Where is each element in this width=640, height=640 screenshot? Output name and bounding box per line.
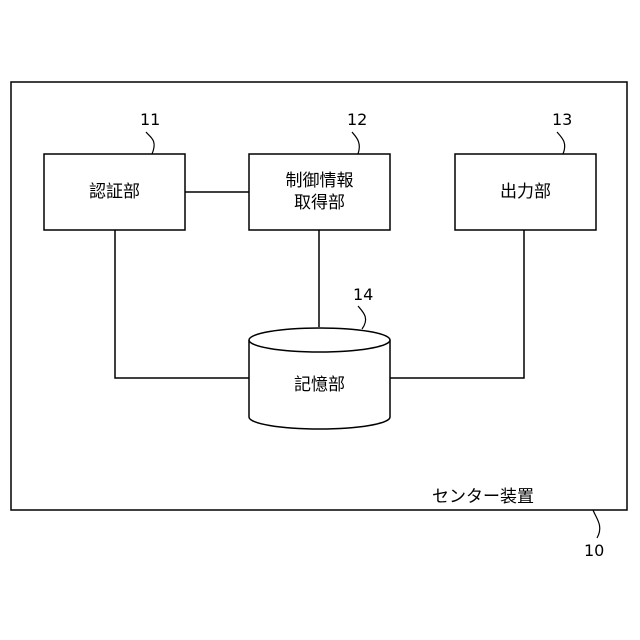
- ref-leader-12: [352, 132, 359, 154]
- ref-number-12: 12: [347, 111, 367, 129]
- ref-leader-10: [593, 510, 600, 538]
- ref-leader-14: [358, 306, 366, 329]
- control-info-unit-label-line2: 取得部: [294, 192, 345, 214]
- control-info-unit-label: 制御情報 取得部: [249, 154, 390, 230]
- storage-unit-label: 記憶部: [249, 374, 390, 396]
- ref-number-10: 10: [584, 542, 604, 560]
- ref-leader-11: [146, 132, 154, 154]
- auth-unit-label: 認証部: [44, 181, 185, 203]
- output-unit-label: 出力部: [455, 181, 596, 203]
- ref-leader-13: [557, 132, 565, 154]
- connector-auth-storage: [115, 230, 249, 378]
- ref-number-13: 13: [552, 111, 572, 129]
- connector-output-storage: [390, 230, 524, 378]
- control-info-unit-label-line1: 制御情報: [286, 170, 354, 192]
- ref-number-14: 14: [353, 286, 373, 304]
- ref-number-11: 11: [140, 111, 160, 129]
- center-device-label: センター装置: [432, 486, 534, 508]
